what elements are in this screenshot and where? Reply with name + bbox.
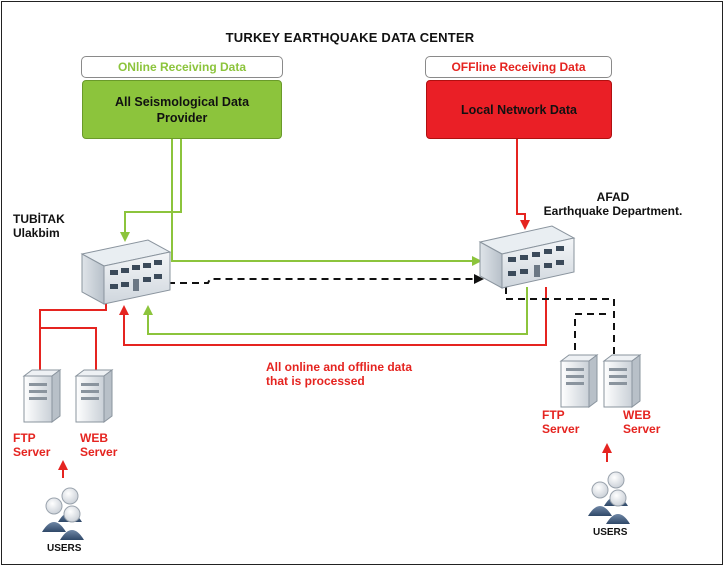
left-web-server-icon xyxy=(74,369,114,423)
processed-note-line1: All online and offline data xyxy=(266,360,413,374)
left-users-label: USERS xyxy=(47,543,82,554)
online-to-tubitak-line xyxy=(120,137,182,242)
right-web-server-label: WEB Server xyxy=(623,408,660,436)
afad-to-tubitak-green-line xyxy=(143,287,528,335)
left-ftp-server-icon xyxy=(22,369,62,423)
left-web-server-label: WEB Server xyxy=(80,431,117,459)
afad-ftp-branch-dashed-line xyxy=(574,313,606,357)
right-users-label: USERS xyxy=(593,527,628,538)
right-users-icon xyxy=(588,471,630,524)
afad-label: AFAD Earthquake Department. xyxy=(538,190,688,218)
left-users-icon xyxy=(42,487,84,540)
online-to-afad-line xyxy=(171,137,482,266)
online-source-box: All Seismological Data Provider xyxy=(82,80,282,139)
tubitak-label: TUBİTAK Ulakbim xyxy=(13,212,65,240)
left-web-line2: Server xyxy=(80,445,118,459)
right-web-line2: Server xyxy=(623,422,661,436)
right-web-line1: WEB xyxy=(623,408,651,422)
right-ftp-line1: FTP xyxy=(542,408,565,422)
right-ftp-server-label: FTP Server xyxy=(542,408,579,436)
tubitak-label-line2: Ulakbim xyxy=(13,226,60,240)
left-ftp-line2: Server xyxy=(13,445,51,459)
right-ftp-server-icon xyxy=(559,354,599,408)
afad-label-line2: Earthquake Department. xyxy=(543,204,683,218)
right-web-server-icon xyxy=(602,354,642,408)
afad-building-icon xyxy=(478,225,576,289)
offline-to-afad-line xyxy=(516,137,530,230)
offline-source-box: Local Network Data xyxy=(426,80,612,139)
afad-to-tubitak-red-line xyxy=(119,287,547,346)
online-source-text: All Seismological Data Provider xyxy=(114,94,250,125)
afad-label-line1: AFAD xyxy=(596,190,630,204)
afad-to-servers-dashed-line xyxy=(505,287,615,357)
left-ftp-line1: FTP xyxy=(13,431,36,445)
tubitak-to-servers-line xyxy=(39,299,107,370)
left-ftp-server-label: FTP Server xyxy=(13,431,50,459)
tubitak-to-afad-dashed-line xyxy=(168,274,484,284)
tubitak-web-branch-line xyxy=(40,327,97,370)
left-web-line1: WEB xyxy=(80,431,108,445)
tubitak-building-icon xyxy=(80,239,172,305)
offline-receiving-label: OFFline Receiving Data xyxy=(425,56,612,78)
offline-source-text: Local Network Data xyxy=(460,102,577,117)
processed-data-note: All online and offline data that is proc… xyxy=(266,360,412,388)
diagram-title: TURKEY EARTHQUAKE DATA CENTER xyxy=(225,30,475,45)
online-receiving-label: ONline Receiving Data xyxy=(81,56,283,78)
right-ftp-line2: Server xyxy=(542,422,580,436)
tubitak-label-line1: TUBİTAK xyxy=(13,212,65,226)
processed-note-line2: that is processed xyxy=(266,374,365,388)
